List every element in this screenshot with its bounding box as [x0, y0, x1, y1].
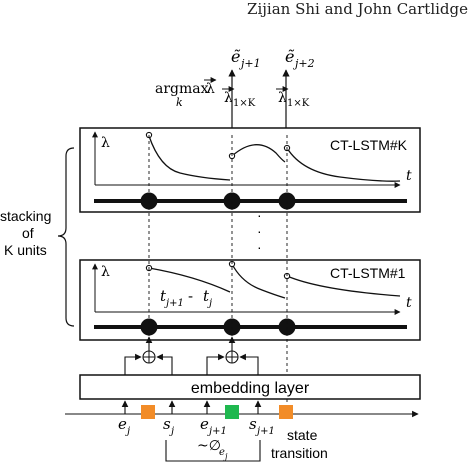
- flow-arrow: [206, 353, 225, 375]
- svg-text:j+2: j+2: [292, 57, 315, 70]
- event-square-orange: [279, 405, 293, 419]
- ellipsis-dot: ·: [257, 223, 262, 239]
- svg-text:j: j: [169, 426, 174, 437]
- lambda-vec-2: λ 1×K: [276, 86, 310, 109]
- output-e-next: ẽ j+1: [231, 47, 261, 70]
- svg-text:e: e: [118, 415, 127, 433]
- event-square-orange: [141, 405, 155, 419]
- x-axis-label-bottom: t: [406, 295, 412, 311]
- y-axis-label-bottom: λ: [101, 264, 110, 280]
- flow-arrow: [124, 353, 142, 375]
- svg-text:t: t: [160, 287, 167, 305]
- state-transition-line1: state: [287, 427, 318, 443]
- svg-text:j+1: j+1: [255, 426, 275, 437]
- embedding-layer-label: embedding layer: [191, 380, 310, 397]
- author-header: Zijian Shi and John Cartlidge: [247, 0, 468, 18]
- svg-text:j+1: j+1: [164, 298, 184, 309]
- embedding-layer-box: [79, 374, 421, 400]
- stacking-brace: [57, 147, 75, 327]
- unit-label-bottom: CT-LSTM#1: [330, 265, 406, 281]
- ellipsis-dot: ·: [257, 207, 262, 223]
- stacking-label-line1: stacking: [0, 208, 51, 224]
- lambda-vec-1: λ 1×K: [222, 86, 256, 109]
- svg-text:k: k: [176, 96, 183, 109]
- intensity-curve-top-1: [148, 135, 231, 181]
- svg-text:~∅: ~∅: [197, 438, 221, 454]
- intensity-curve-top-2: [231, 144, 286, 163]
- svg-text:e: e: [200, 415, 209, 433]
- svg-text:λ: λ: [224, 90, 233, 106]
- svg-text:j: j: [223, 452, 228, 461]
- unit-box-top: [79, 127, 421, 213]
- intensity-curve-top-3: [286, 147, 401, 182]
- intensity-curve-bottom-1: [148, 267, 231, 293]
- svg-text:e: e: [219, 447, 225, 458]
- unit-label-top: CT-LSTM#K: [330, 137, 408, 153]
- svg-text:ẽ: ẽ: [285, 47, 295, 66]
- svg-text:t: t: [203, 287, 210, 305]
- state-transition-line2: transition: [271, 445, 328, 461]
- event-label-ej: e j: [118, 415, 130, 437]
- svg-text:1×K: 1×K: [287, 98, 310, 109]
- transition-bracket: [165, 440, 261, 462]
- stacking-label-line2: of: [22, 225, 34, 241]
- flow-arrow: [156, 353, 173, 375]
- ellipsis-dot: ·: [257, 239, 262, 255]
- svg-text:s: s: [163, 415, 171, 433]
- stacking-label-line3: K units: [4, 242, 47, 258]
- event-square-green: [225, 405, 239, 419]
- svg-text:s: s: [249, 415, 257, 433]
- intensity-curve-bottom-3: [286, 275, 401, 297]
- y-axis-label-top: λ: [101, 135, 110, 151]
- interval-label: t j+1 - t j: [160, 287, 212, 309]
- intensity-curve-bottom-2: [231, 263, 286, 299]
- svg-text:λ: λ: [278, 90, 287, 106]
- transition-phi-label: ~∅ e j: [197, 438, 228, 461]
- svg-text:ẽ: ẽ: [231, 47, 241, 66]
- event-label-ej1: e j+1: [200, 415, 227, 437]
- svg-text:j: j: [125, 426, 130, 437]
- event-label-sj1: s j+1: [249, 415, 275, 437]
- svg-text:λ: λ: [206, 81, 215, 97]
- flow-arrow: [239, 353, 259, 375]
- svg-text:argmax: argmax: [155, 81, 209, 97]
- svg-text:1×K: 1×K: [233, 98, 256, 109]
- svg-text:j: j: [207, 298, 212, 309]
- x-axis-label-top: t: [406, 168, 412, 184]
- svg-text:j+1: j+1: [238, 57, 261, 70]
- svg-text:j+1: j+1: [207, 426, 227, 437]
- output-e-next2: ẽ j+2: [285, 47, 315, 70]
- svg-text:-: -: [188, 287, 193, 305]
- event-label-sj: s j: [163, 415, 174, 437]
- combine-plus-icon: [142, 350, 156, 364]
- argmax-label: argmax k λ: [155, 77, 217, 109]
- combine-plus-icon: [225, 350, 239, 364]
